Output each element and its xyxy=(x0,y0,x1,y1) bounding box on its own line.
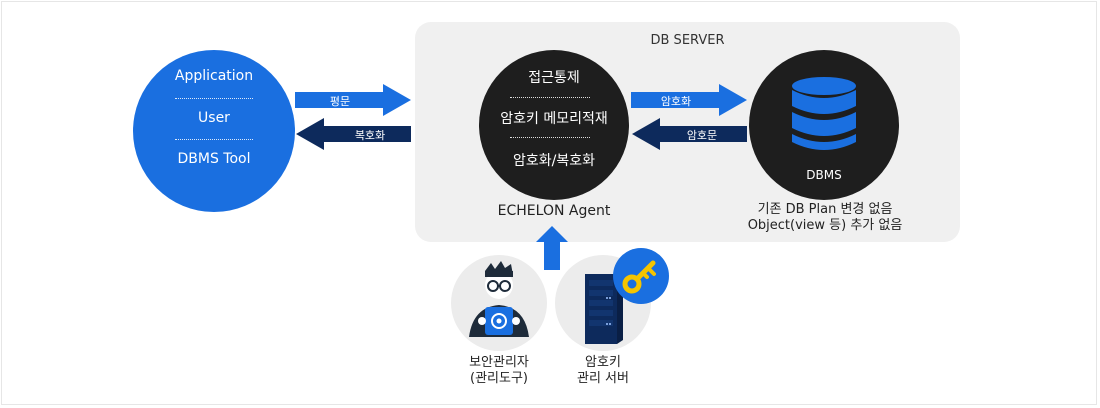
key-server-caption: 암호키 관리 서버 xyxy=(545,355,661,387)
dbms-circle: DBMS xyxy=(749,50,899,200)
agent-line-access-control: 접근통제 xyxy=(528,70,580,86)
dbms-caption-line-2: Object(view 등) 추가 없음 xyxy=(747,218,903,233)
agent-line-encrypt-decrypt: 암호화/복호화 xyxy=(513,153,595,169)
application-circle: Application User DBMS Tool xyxy=(133,50,295,212)
dbms-label: DBMS xyxy=(806,168,842,182)
app-line-application: Application xyxy=(174,68,254,84)
agent-caption: ECHELON Agent xyxy=(497,203,611,219)
dbms-caption: 기존 DB Plan 변경 없음 Object(view 등) 추가 없음 xyxy=(720,202,930,234)
app-separator-2 xyxy=(175,139,253,140)
agent-separator-1 xyxy=(510,97,590,98)
key-load-arrow-up xyxy=(536,226,568,270)
cipher-arrow-left xyxy=(632,118,747,150)
encrypt-arrow-label: 암호화 xyxy=(660,95,692,108)
decrypt-arrow-label: 복호화 xyxy=(354,129,386,142)
dbms-caption-line-1: 기존 DB Plan 변경 없음 xyxy=(757,202,893,217)
echelon-agent-circle: 접근통제 암호키 메모리적재 암호화/복호화 xyxy=(479,50,629,200)
decrypt-arrow-left xyxy=(296,118,411,150)
db-server-title: DB SERVER xyxy=(650,33,725,48)
agent-separator-2 xyxy=(510,137,590,138)
security-admin-icon xyxy=(469,261,529,337)
agent-line-key-memory: 암호키 메모리적재 xyxy=(500,111,608,127)
encrypt-arrow-right xyxy=(631,84,747,116)
key-server-caption-line-2: 관리 서버 xyxy=(577,371,629,386)
key-server-caption-line-1: 암호키 xyxy=(585,355,621,370)
key-icon xyxy=(622,260,656,294)
app-line-user: User xyxy=(198,110,230,126)
app-separator-1 xyxy=(175,98,253,99)
database-icon xyxy=(792,77,856,150)
admin-caption: 보안관리자 (관리도구) xyxy=(440,355,558,387)
key-server-icon xyxy=(585,248,669,344)
plain-arrow-right xyxy=(295,84,411,116)
plain-arrow-label: 평문 xyxy=(329,95,351,108)
admin-caption-line-1: 보안관리자 xyxy=(469,355,529,370)
app-line-dbms-tool: DBMS Tool xyxy=(177,151,251,167)
admin-caption-line-2: (관리도구) xyxy=(470,371,528,386)
cipher-arrow-label: 암호문 xyxy=(686,129,718,142)
